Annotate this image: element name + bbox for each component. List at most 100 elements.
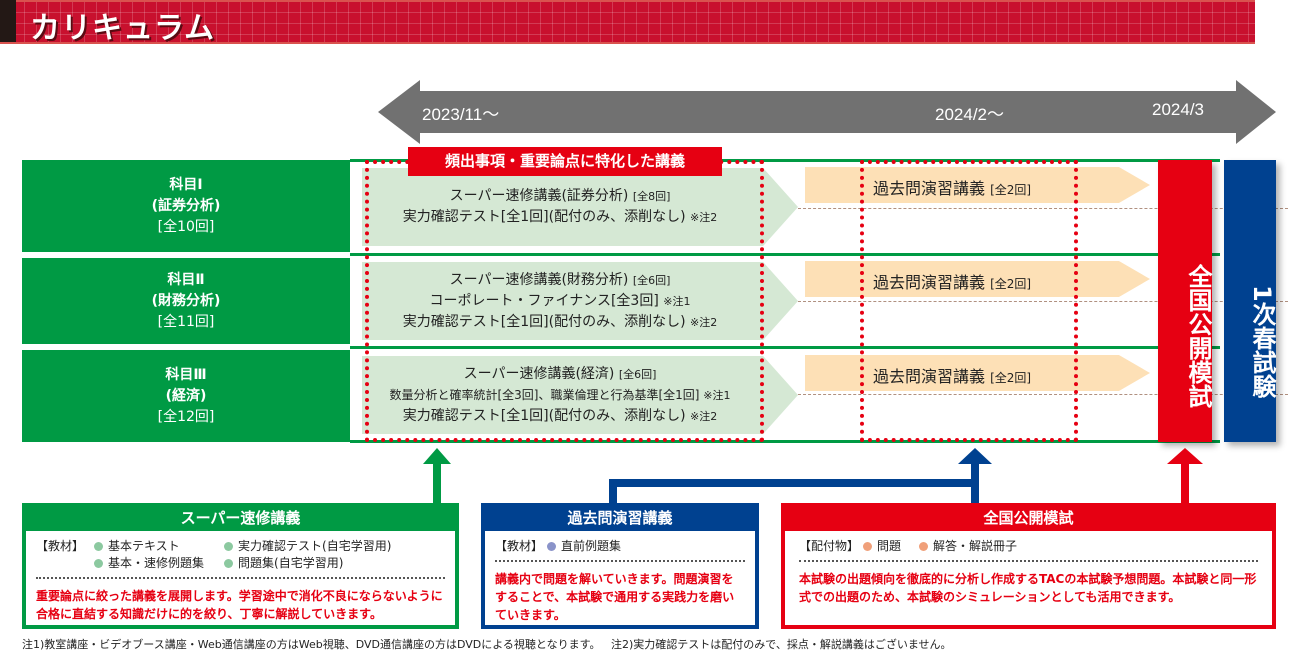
material-label: 直前例題集 <box>561 539 622 553</box>
subject-field: (経済) <box>165 387 207 404</box>
box-title: 過去問演習講義 <box>567 509 673 527</box>
subject-2-lectures: スーパー速修講義(財務分析) [全6回] コーポレート・ファイナンス[全3回] … <box>362 262 798 340</box>
row-divider <box>350 346 1220 349</box>
focus-label: 頻出事項・重要論点に特化した講義 <box>408 147 722 176</box>
material-label: 問題集(自宅学習用) <box>238 556 344 570</box>
section-title: カリキュラム <box>30 11 216 46</box>
material-item: 基本テキスト <box>84 537 214 554</box>
dotted-divider <box>36 577 445 579</box>
material-label: 解答・解説冊子 <box>933 539 1018 553</box>
subject-3-lectures: スーパー速修講義(経済) [全6回] 数量分析と確率統計[全3回]、職業倫理と行… <box>362 356 798 434</box>
box-description: 重要論点に絞った講義を展開します。学習途中で消化不良にならないように合格に直結す… <box>36 589 443 621</box>
lecture-line: スーパー速修講義(証券分析) <box>449 188 629 204</box>
lecture-line: スーパー速修講義(財務分析) <box>449 271 629 288</box>
lecture-note: [全6回] <box>618 367 657 381</box>
subject-field: (財務分析) <box>151 292 221 309</box>
section-header: カリキュラム <box>0 0 1255 46</box>
materials-tag: 【教材】 <box>36 539 85 553</box>
lecture-line: コーポレート・ファイナンス[全3回] <box>429 292 659 309</box>
dotted-divider <box>495 560 745 562</box>
material-label: 問題 <box>877 539 902 553</box>
row-divider <box>350 159 1220 162</box>
focus-frame <box>365 160 764 442</box>
lecture-note: ※注2 <box>690 315 718 329</box>
bullet-icon <box>224 559 234 568</box>
lecture-line: 実力確認テスト[全1回](配付のみ、添削なし) <box>402 313 686 330</box>
mock-exam-box: 全国公開模試 【配付物】 問題 解答・解説冊子 本試験の出題傾向を徹底的に分析し作成… <box>781 503 1276 629</box>
past-exam-text: 過去問演習講義 [全2回] <box>873 175 1031 199</box>
past-exam-label: 過去問演習講義 <box>873 273 986 292</box>
row-divider <box>350 440 1220 443</box>
lecture-note: ※注2 <box>690 409 718 423</box>
past-exam-count: [全2回] <box>990 277 1032 291</box>
timeline-arrow <box>378 80 1276 144</box>
dashed-guide <box>798 208 1288 209</box>
lecture-note: [全6回] <box>632 273 671 287</box>
blue-up-arrow <box>609 448 992 510</box>
subject-name: 科目Ⅱ <box>167 271 205 288</box>
subject-count: [全11回] <box>157 313 215 330</box>
materials-tag: 【配付物】 <box>799 539 860 553</box>
materials: 【配付物】 問題 解答・解説冊子 <box>799 537 1258 554</box>
material-label: 基本・速修例題集 <box>108 556 205 570</box>
timeline-end: 2024/3 <box>1152 100 1204 119</box>
footnote-2: 注2)実力確認テストは配付のみで、採点・解説講義はございません。 <box>611 638 952 651</box>
green-up-arrow <box>423 448 451 505</box>
lecture-note: [全8回] <box>632 190 671 203</box>
lecture-note: ※注2 <box>690 211 718 224</box>
dashed-guide <box>798 394 1288 395</box>
timeline-start: 2023/11〜 <box>422 105 500 124</box>
material-item: 実力確認テスト(自宅学習用) <box>214 537 391 554</box>
first-exam-bar: 1次春試験 <box>1224 160 1276 442</box>
past-exam-count: [全2回] <box>990 183 1032 197</box>
material-label: 実力確認テスト(自宅学習用) <box>238 539 392 553</box>
lecture-line: 実力確認テスト[全1回](配付のみ、添削なし) <box>402 407 686 424</box>
past-exam-label: 過去問演習講義 <box>873 367 986 386</box>
bullet-icon <box>224 542 234 551</box>
lecture-line: 実力確認テスト[全1回](配付のみ、添削なし) <box>402 209 686 225</box>
material-label: 基本テキスト <box>108 539 180 553</box>
box-title: スーパー速修講義 <box>180 509 301 527</box>
bullet-icon <box>94 542 104 551</box>
red-up-arrow <box>1167 448 1203 505</box>
connector-arrows <box>423 448 1203 510</box>
subject-name: 科目Ⅲ <box>165 366 207 383</box>
subject-count: [全10回] <box>157 218 215 235</box>
lecture-line: スーパー速修講義(経済) <box>463 365 615 382</box>
material-item: 基本・速修例題集 <box>84 554 214 571</box>
footnote-1: 注1)教室講座・ビデオブース講座・Web通信講座の方はWeb視聴、DVD通信講座… <box>22 638 601 651</box>
past-exam-text: 過去問演習講義 [全2回] <box>873 363 1031 387</box>
materials: 【教材】 基本テキスト 実力確認テスト(自宅学習用) 基本・速修例題集 問題集(… <box>36 537 445 571</box>
subject-1-label: 科目Ⅰ (証券分析) [全10回] <box>22 160 350 252</box>
footnotes: 注1)教室講座・ビデオブース講座・Web通信講座の方はWeb視聴、DVD通信講座… <box>22 636 952 652</box>
materials: 【教材】 直前例題集 <box>495 537 745 554</box>
dashed-guide <box>798 301 1288 302</box>
bullet-icon <box>547 542 557 551</box>
box-description: 講義内で問題を解いていきます。問題演習をすることで、本試験で通用する実践力を磨い… <box>495 572 735 622</box>
box-title: 全国公開模試 <box>983 509 1074 527</box>
bullet-icon <box>919 542 929 551</box>
super-lecture-box: スーパー速修講義 【教材】 基本テキスト 実力確認テスト(自宅学習用) 基本・速… <box>22 503 459 629</box>
timeline-mid: 2024/2〜 <box>935 105 1004 124</box>
header-accent <box>0 0 16 42</box>
subject-name: 科目Ⅰ <box>169 176 203 193</box>
past-exam-frame <box>860 160 1078 442</box>
materials-tag: 【教材】 <box>495 539 544 553</box>
past-exam-box: 過去問演習講義 【教材】 直前例題集 講義内で問題を解いていきます。問題演習をする… <box>481 503 759 629</box>
past-exam-count: [全2回] <box>990 371 1032 385</box>
bullet-icon <box>863 542 873 551</box>
subject-2-label: 科目Ⅱ (財務分析) [全11回] <box>22 258 350 344</box>
subject-1-lectures: スーパー速修講義(証券分析) [全8回] 実力確認テスト[全1回](配付のみ、添… <box>362 168 798 246</box>
mock-exam-bar: 全国公開模試 <box>1158 160 1212 442</box>
lecture-line: 数量分析と確率統計[全3回]、職業倫理と行為基準[全1回] <box>389 387 700 402</box>
past-exam-label: 過去問演習講義 <box>873 179 986 198</box>
past-exam-text: 過去問演習講義 [全2回] <box>873 269 1031 293</box>
lecture-note: ※注1 <box>663 294 691 308</box>
subject-field: (証券分析) <box>151 197 221 214</box>
dotted-divider <box>799 560 1258 562</box>
material-item: 問題集(自宅学習用) <box>214 554 391 571</box>
box-description: 本試験の出題傾向を徹底的に分析し作成するTACの本試験予想問題。本試験と同一形式… <box>799 572 1257 604</box>
row-divider <box>350 253 1220 256</box>
subject-count: [全12回] <box>157 408 215 425</box>
subject-3-label: 科目Ⅲ (経済) [全12回] <box>22 350 350 442</box>
